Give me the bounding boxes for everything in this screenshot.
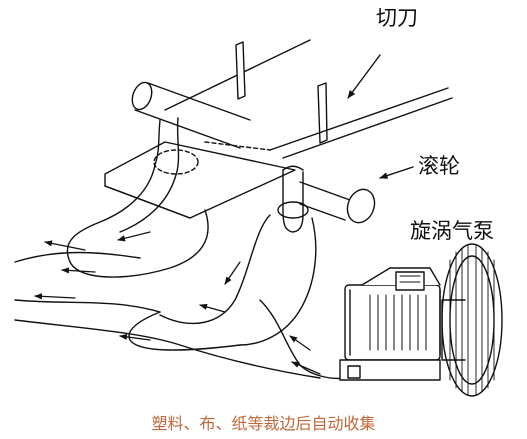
diagram-caption: 塑料、布、纸等裁边后自动收集 bbox=[151, 414, 376, 433]
roller-leader bbox=[379, 166, 414, 179]
cutter-label: 切刀 bbox=[376, 6, 418, 30]
roller-label: 滚轮 bbox=[418, 154, 460, 178]
edge-trim-collection-diagram bbox=[14, 39, 503, 397]
collection-duct bbox=[14, 251, 141, 263]
right-cutter-blade bbox=[317, 82, 328, 144]
roller-shaft-right bbox=[299, 181, 376, 224]
right-suction-hose bbox=[282, 169, 304, 233]
main-curved-hose bbox=[159, 214, 271, 325]
blower-pump bbox=[339, 243, 503, 397]
guide-plate bbox=[104, 141, 296, 219]
blower-label: 旋涡气泵 bbox=[410, 219, 494, 243]
guide-rail bbox=[269, 87, 449, 151]
cutter-leader bbox=[347, 54, 381, 99]
left-suction-hose bbox=[66, 119, 209, 278]
roller-shaft-left bbox=[131, 81, 251, 149]
left-cutter-blade bbox=[235, 41, 246, 100]
flow-arrows bbox=[34, 231, 321, 375]
